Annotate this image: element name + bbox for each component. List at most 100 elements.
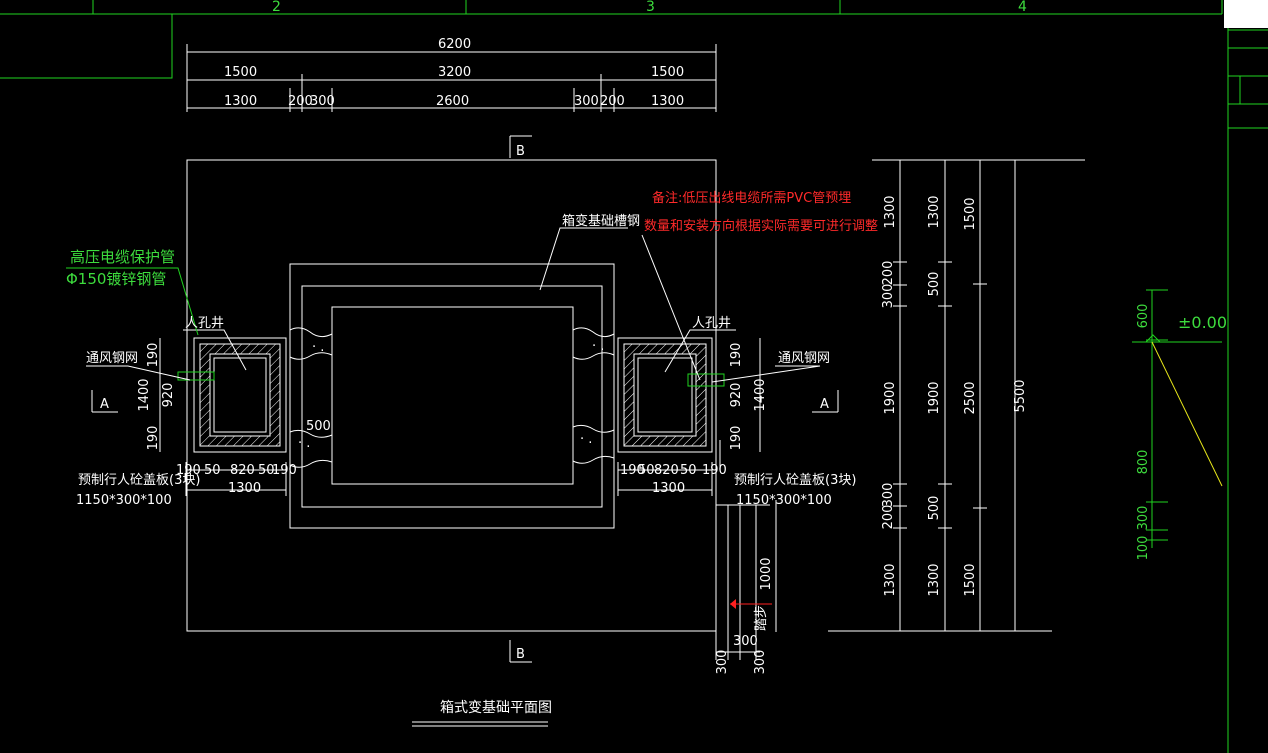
dim-1300-left: 1300 <box>224 94 257 109</box>
rw-v-1400: 1400 <box>753 378 768 411</box>
rw-b-50a: 50 <box>638 463 655 478</box>
lw-b-1300: 1300 <box>228 481 261 496</box>
label-hv-pipe-spec: Φ150镀锌钢管 <box>66 270 166 288</box>
manhole-left <box>177 337 287 453</box>
note-line-2: 数量和安装方向根据实际需要可进行调整 <box>644 218 878 234</box>
outer-channel-frame <box>289 263 615 529</box>
section-mark-a-right <box>812 390 839 413</box>
center-opening <box>331 306 574 485</box>
lw-b-190b: 190 <box>272 463 297 478</box>
section-a-right-label: A <box>820 397 829 412</box>
rc3-1500b: 1500 <box>963 563 978 596</box>
label-hv-pipe: 高压电缆保护管 <box>70 248 175 266</box>
right-dimension-chains <box>828 159 1085 632</box>
leader-lines <box>66 227 821 470</box>
drawing-title: 箱式变基础平面图 <box>440 699 552 716</box>
label-slab-size-left: 1150*300*100 <box>76 493 172 508</box>
rw-b-50b: 50 <box>680 463 697 478</box>
section-mark-a-left <box>91 390 118 413</box>
stair-w-300b: 300 <box>715 650 730 675</box>
dim-300-left: 300 <box>310 94 335 109</box>
label-vent-right: 通风钢网 <box>778 351 830 366</box>
rc1-300b: 300 <box>881 483 896 508</box>
dim-2600: 2600 <box>436 94 469 109</box>
rw-b-1300: 1300 <box>652 481 685 496</box>
elevation-000: ±0.00 <box>1178 313 1227 332</box>
rc2-500b: 500 <box>927 496 942 521</box>
lw-v-920: 920 <box>161 383 176 408</box>
stair-section <box>715 500 777 660</box>
lw-b-820: 820 <box>230 463 255 478</box>
label-slab-left: 预制行人砼盖板(3块) <box>78 473 200 488</box>
dim-total-6200: 6200 <box>438 37 471 52</box>
rc4-5500: 5500 <box>1013 379 1028 412</box>
lw-b-50a: 50 <box>204 463 221 478</box>
svg-text:· .: · . <box>298 436 310 451</box>
stair-w-300: 300 <box>733 634 758 649</box>
inner-channel-frame <box>301 285 603 508</box>
label-slab-size-right: 1150*300*100 <box>736 493 832 508</box>
rw-b-190a: 190 <box>620 463 645 478</box>
svg-text:· .: · . <box>312 340 324 355</box>
stair-note: 踏步 <box>754 605 769 631</box>
grid-col-3: 3 <box>646 0 655 15</box>
top-right-panel <box>1224 0 1268 28</box>
rc1-200b: 200 <box>881 505 896 530</box>
section-b-top-label: B <box>516 144 525 159</box>
rc1-1900: 1900 <box>883 381 898 414</box>
dim-200-left: 200 <box>288 94 313 109</box>
rc1-1300a: 1300 <box>883 195 898 228</box>
top-dimensions <box>186 44 717 112</box>
rc2-1300b: 1300 <box>927 563 942 596</box>
lw-v-190a: 190 <box>146 343 161 368</box>
section-mark-b-top <box>509 135 532 158</box>
rc3-1500a: 1500 <box>963 197 978 230</box>
rc2-1300a: 1300 <box>927 195 942 228</box>
note-line-1: 备注:低压出线电缆所需PVC管预埋 <box>652 190 851 206</box>
wall-break-left-top: · . <box>289 327 333 360</box>
section-mark-b-bottom <box>509 640 532 663</box>
stair-h-1000: 1000 <box>759 557 774 590</box>
rc2-1900: 1900 <box>927 381 942 414</box>
section-a-left-label: A <box>100 397 109 412</box>
dim-1500-right: 1500 <box>651 65 684 80</box>
rw-v-190b: 190 <box>729 426 744 451</box>
rc2-500a: 500 <box>927 272 942 297</box>
sec-300: 300 <box>1136 506 1151 531</box>
wall-break-right-bottom: · . <box>572 424 615 464</box>
dim-200-right: 200 <box>600 94 625 109</box>
rc3-2500: 2500 <box>963 381 978 414</box>
lw-b-50b: 50 <box>258 463 275 478</box>
manhole-right <box>617 337 725 453</box>
rw-b-190b: 190 <box>702 463 727 478</box>
label-vent-left: 通风钢网 <box>86 351 138 366</box>
grid-col-4: 4 <box>1018 0 1027 15</box>
left-well-dims <box>159 338 287 496</box>
label-box-channel: 箱变基础槽钢 <box>562 213 640 229</box>
rc1-200a: 200 <box>881 261 896 286</box>
sec-600: 600 <box>1136 304 1151 329</box>
section-b-bottom-label: B <box>516 647 525 662</box>
wall-break-left-bottom: · . <box>289 429 333 468</box>
label-slab-right: 预制行人砼盖板(3块) <box>734 473 856 488</box>
stair-w-300c: 300 <box>753 650 768 675</box>
wall-break-right-top: · . <box>572 327 615 360</box>
grid-col-2: 2 <box>272 0 281 15</box>
rw-v-920: 920 <box>729 383 744 408</box>
dim-3200: 3200 <box>438 65 471 80</box>
dim-300-right: 300 <box>574 94 599 109</box>
lw-b-190a: 190 <box>176 463 201 478</box>
sec-800: 800 <box>1136 450 1151 475</box>
elevation-section <box>1132 289 1223 548</box>
dim-1500-left: 1500 <box>224 65 257 80</box>
center-dim-500: 500 <box>306 419 331 434</box>
foundation-outline <box>186 159 717 632</box>
lw-v-190b: 190 <box>146 426 161 451</box>
svg-text:· .: · . <box>580 432 592 447</box>
svg-text:· .: · . <box>592 339 604 354</box>
rc1-1300b: 1300 <box>883 563 898 596</box>
label-manhole-right: 人孔井 <box>692 316 731 331</box>
dim-1300-right: 1300 <box>651 94 684 109</box>
